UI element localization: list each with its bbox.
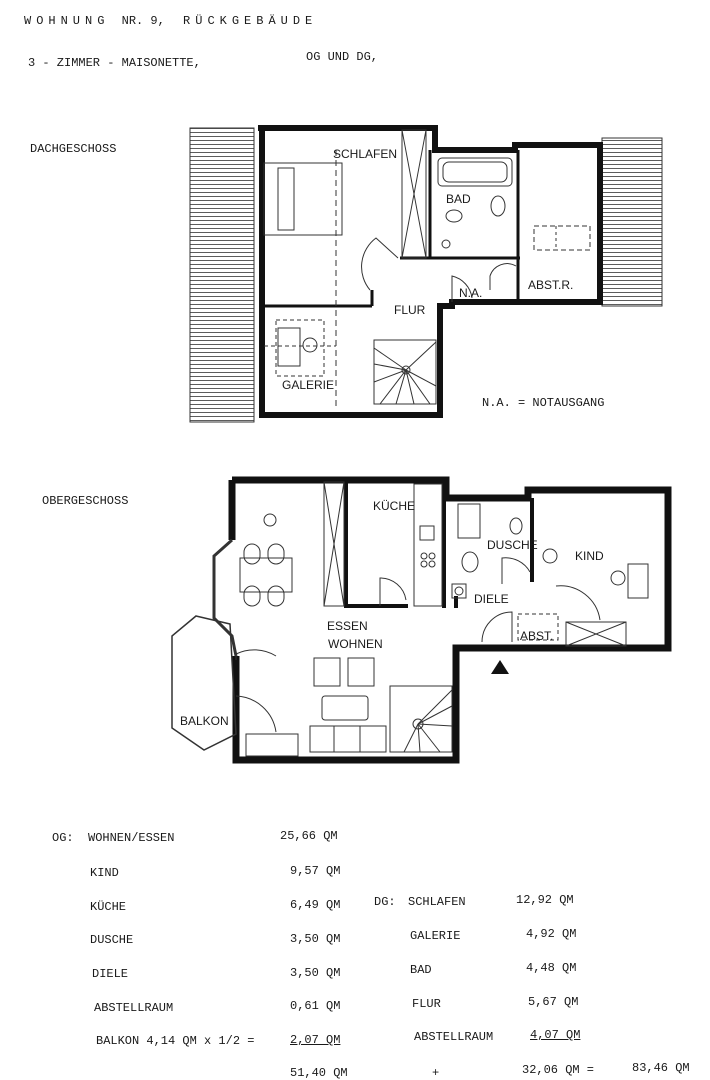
title-number: NR. 9, [121,14,165,28]
dg-row-name: FLUR [412,997,441,1011]
spiral-staircase-icon [389,685,453,753]
dg-total: 32,06 QM = [522,1063,595,1077]
room-galerie: GALERIE [282,378,334,392]
dg-row-value: 12,92 QM [516,893,574,907]
og-row-name: KÜCHE [90,900,127,914]
room-abstr: ABST.R. [528,278,573,292]
og-row-name: ABSTELLRAUM [94,1001,174,1015]
room-balkon: BALKON [180,714,229,728]
grand-total: 83,46 QM [632,1061,690,1075]
dg-floor-plan: SCHLAFEN BAD FLUR N.A. ABST.R. GALERIE [189,125,663,423]
dg-row-name: SCHLAFEN [408,895,466,909]
og-row-name: DIELE [92,967,129,981]
document-subtitle: 3 - ZIMMER - MAISONETTE, [28,56,201,70]
og-row-value: 0,61 QM [290,999,341,1013]
roof-slope-left [189,127,255,423]
spiral-staircase-icon [373,339,437,405]
room-kueche: KÜCHE [373,499,415,513]
og-row-value: 2,07 QM [290,1033,341,1047]
room-dusche: DUSCHE [487,538,538,552]
bathtub-icon [437,157,513,187]
toilet-icon [445,209,463,223]
room-wohnen: WOHNEN [328,637,383,651]
room-na: N.A. [459,286,482,300]
document-title: WOHNUNG NR. 9, RÜCKGEBÄUDE [24,14,317,28]
room-schlafen: SCHLAFEN [333,147,397,161]
notausgang-legend: N.A. = NOTAUSGANG [482,396,605,410]
og-row-name: WOHNEN/ESSEN [88,831,175,845]
room-diele: DIELE [474,592,509,606]
og-row-value: 3,50 QM [290,966,341,980]
dg-row-value: 4,92 QM [526,927,577,941]
og-row-value: 25,66 QM [280,829,338,843]
plus-sign: + [432,1066,440,1080]
og-floor-plan: KÜCHE DUSCHE KIND DIELE ESSEN WOHNEN ABS… [171,476,672,764]
room-bad: BAD [446,192,471,206]
dg-row-name: ABSTELLRAUM [414,1030,494,1044]
og-prefix: OG: [52,831,74,845]
room-kind: KIND [575,549,604,563]
dg-floor-label: DACHGESCHOSS [30,142,117,156]
dining-table-icon [239,557,293,593]
sink-icon [490,195,506,217]
dg-row-value: 5,67 QM [528,995,579,1009]
og-row-name: BALKON 4,14 QM x 1/2 = [96,1034,255,1048]
og-row-value: 3,50 QM [290,932,341,946]
title-wohnung: WOHNUNG [24,14,110,28]
dg-row-value: 4,07 QM [530,1028,581,1042]
kitchen-counter [413,483,443,607]
og-row-value: 6,49 QM [290,898,341,912]
dg-row-name: GALERIE [410,929,461,943]
room-essen: ESSEN [327,619,368,633]
dg-row-value: 4,48 QM [526,961,577,975]
entrance-marker-icon [491,660,509,674]
og-row-value: 9,57 QM [290,864,341,878]
og-floor-label: OBERGESCHOSS [42,494,129,508]
dg-row-name: BAD [410,963,432,977]
og-total: 51,40 QM [290,1066,348,1080]
levels-label: OG UND DG, [306,50,379,64]
title-building: RÜCKGEBÄUDE [183,14,318,28]
bed-icon [263,150,343,406]
balcony-outline [171,615,237,751]
room-flur: FLUR [394,303,426,317]
og-row-name: KIND [90,866,119,880]
room-abst: ABST. [520,629,553,643]
dg-prefix: DG: [374,895,396,909]
roof-slope-right [601,137,663,307]
og-row-name: DUSCHE [90,933,134,947]
